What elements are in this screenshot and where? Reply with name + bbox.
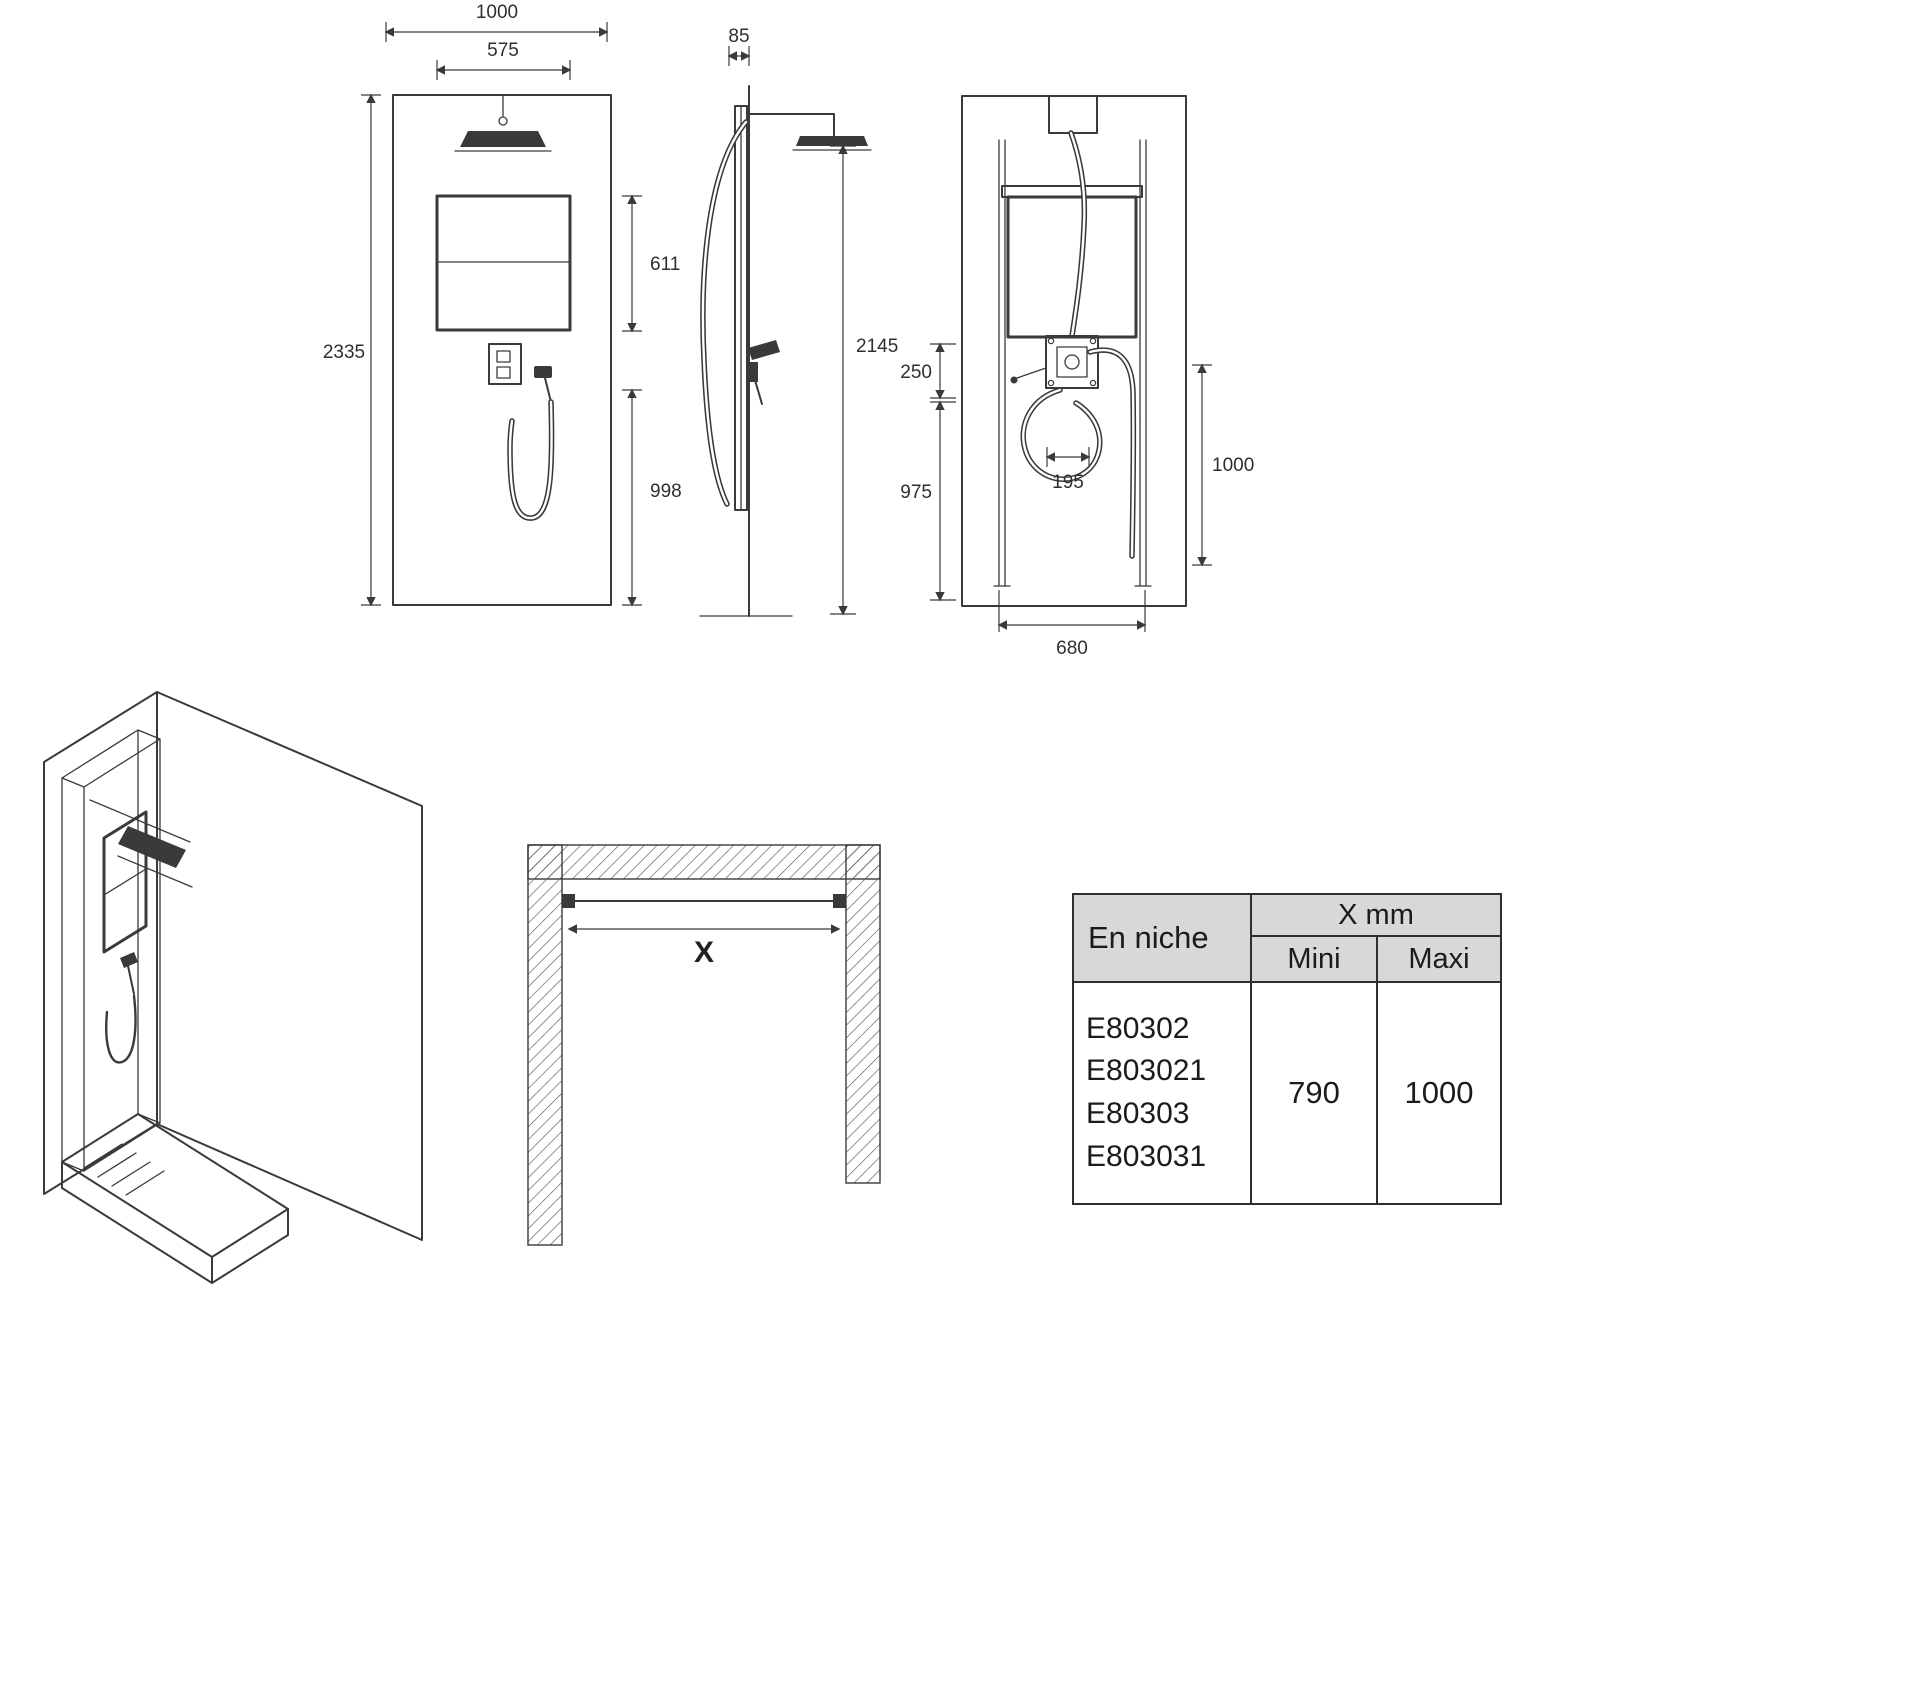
iso-niche-interior [61,729,161,1172]
hand-shower [507,366,555,521]
dim-label-195: 195 [1052,472,1084,493]
dim-lower-height: 998 [622,388,682,607]
iso-niche-opening [61,729,139,1163]
table-col-mini: Mini [1252,937,1378,983]
dim-label-2145: 2145 [856,336,898,357]
dim-total-height: 2335 [323,93,381,607]
dim-label-85: 85 [728,26,749,47]
hose-loop [1020,387,1103,482]
dim-overall-width-rear: 680 [997,590,1147,659]
control-unit [488,343,522,385]
upper-frame [1001,185,1143,339]
iso-rain-head [89,799,193,888]
table-row-header: En niche [1074,895,1252,983]
right-hose [1087,347,1137,559]
control-profile [746,340,780,405]
plan-view: X [527,844,881,1246]
panel-outline [392,94,612,606]
rear-view: 250 975 195 1000 680 [900,95,1254,659]
product-code: E80302 [1086,1011,1190,1045]
dim-label-1000-rear: 1000 [1212,455,1254,476]
mounting-rails [993,139,1152,587]
dim-head-width: 575 [435,40,572,80]
side-view: 85 2145 [699,26,898,617]
iso-hand-shower [105,952,138,1064]
table-max-value: 1000 [1404,1075,1474,1110]
rear-outline [961,95,1187,607]
dim-depth: 85 [727,26,751,66]
plan-shower-bar [562,894,846,908]
iso-shower-tray [61,1113,289,1284]
dim-label-1000: 1000 [476,2,518,23]
iso-left-face [43,691,158,1195]
table-col-maxi: Maxi [1378,937,1500,983]
dim-label-611: 611 [650,254,680,275]
rain-head-profile [749,113,872,151]
dim-hose-loop-width: 195 [1045,447,1091,493]
dim-valve-drop: 250 [900,342,956,400]
product-code: E80303 [1086,1097,1190,1130]
front-view: 1000 575 [323,2,682,607]
dim-overall-width: 1000 [384,2,609,42]
dim-label-680: 680 [1056,638,1088,659]
rain-head [454,95,552,152]
table-col-group: X mm [1252,895,1500,937]
dim-label-575: 575 [487,40,519,61]
dim-lower-height-rear: 975 [900,400,956,602]
dim-height: 2145 [830,144,898,616]
table-product-codes: E80302 E803021 E80303 E803031 [1074,983,1252,1203]
supply-hose [1068,130,1088,339]
isometric-view [43,691,423,1284]
valve-body [1010,335,1099,389]
iso-front-face [156,691,423,1241]
table-min-value: 790 [1252,983,1378,1203]
junction-box [1048,95,1098,134]
plan-walls [527,844,881,1246]
dim-rail-height: 1000 [1192,363,1254,567]
dim-label-2335: 2335 [323,342,365,363]
spec-table: En niche X mm Mini Maxi E80302 E803021 E… [1072,893,1502,1205]
dim-opening-width: X [567,924,841,969]
iso-mirror [102,810,148,954]
dim-label-975: 975 [900,482,932,503]
mirror-panel [435,194,572,332]
dim-mirror-height: 611 [622,194,680,333]
hose-profile [700,119,749,507]
dim-label-x: X [694,936,714,969]
product-code: E803031 [1086,1139,1207,1173]
product-code: E803021 [1086,1054,1207,1088]
dim-label-998: 998 [650,481,682,502]
dim-label-250: 250 [900,362,932,383]
